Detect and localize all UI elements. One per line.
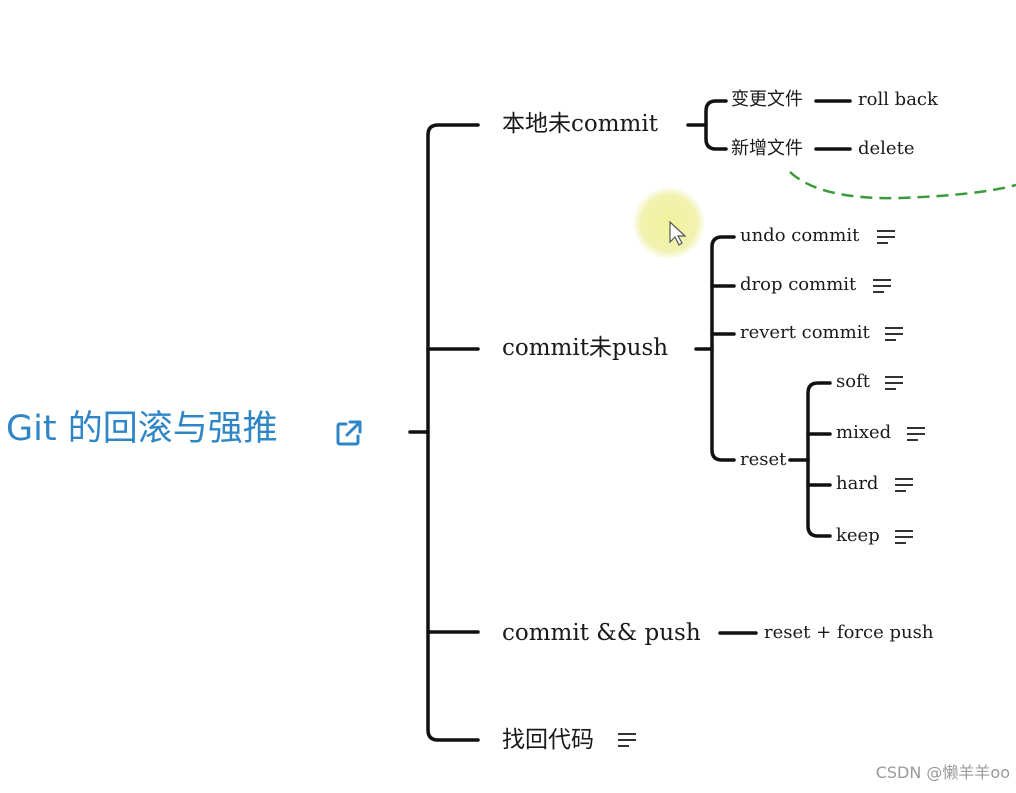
notes-icon[interactable]: [885, 327, 903, 341]
mouse-cursor-icon: [669, 220, 687, 246]
node-roll-back[interactable]: roll back: [858, 89, 938, 110]
node-reset-hard[interactable]: hard: [836, 473, 879, 494]
notes-icon[interactable]: [877, 230, 895, 244]
node-undo-commit[interactable]: undo commit: [740, 225, 860, 246]
node-new-files[interactable]: 新增文件: [731, 138, 803, 159]
node-commit-and-push[interactable]: commit && push: [502, 620, 701, 646]
node-drop-commit[interactable]: drop commit: [740, 274, 857, 295]
node-commit-not-pushed[interactable]: commit未push: [502, 335, 669, 361]
node-modified-files[interactable]: 变更文件: [731, 89, 803, 110]
main-bracket: [426, 123, 480, 742]
external-link-icon[interactable]: [332, 416, 366, 450]
watermark: CSDN @懒羊羊oo: [875, 763, 1010, 782]
notes-icon[interactable]: [907, 427, 925, 441]
cursor-highlight: [633, 187, 705, 259]
node-reset[interactable]: reset: [740, 449, 787, 470]
notes-icon[interactable]: [885, 376, 903, 390]
notes-icon[interactable]: [895, 530, 913, 544]
node-reset-force-push[interactable]: reset + force push: [764, 622, 934, 643]
notes-icon[interactable]: [873, 279, 891, 293]
node-recover-code[interactable]: 找回代码: [502, 727, 594, 753]
root-node-title[interactable]: Git 的回滚与强推: [6, 409, 278, 449]
notes-icon[interactable]: [895, 478, 913, 492]
dashed-relation-line: [789, 171, 1016, 200]
node-revert-commit[interactable]: revert commit: [740, 322, 870, 343]
notes-icon[interactable]: [618, 733, 636, 747]
node-reset-keep[interactable]: keep: [836, 525, 880, 546]
node-delete[interactable]: delete: [858, 138, 915, 159]
node-reset-mixed[interactable]: mixed: [836, 422, 892, 443]
node-reset-soft[interactable]: soft: [836, 371, 870, 392]
node-local-uncommitted[interactable]: 本地未commit: [502, 111, 658, 137]
